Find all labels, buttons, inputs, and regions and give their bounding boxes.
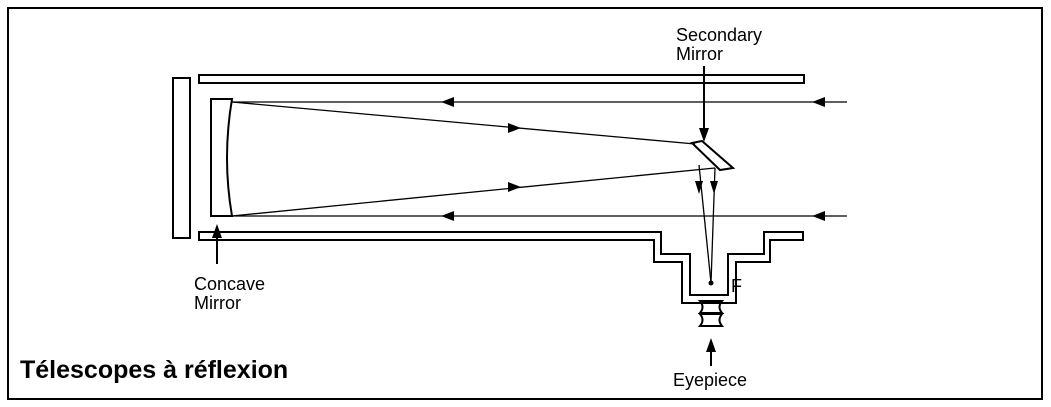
eyepiece-label: Eyepiece — [673, 370, 747, 390]
diagram-title: Télescopes à réflexion — [20, 356, 288, 384]
arrow-bottom-left — [441, 211, 454, 221]
tube-top-wall — [198, 74, 805, 84]
secondary-mirror-label-line2: Mirror — [676, 44, 723, 64]
arrow-bottom-right — [812, 211, 825, 221]
arrow-top-right — [812, 97, 825, 107]
diagram-frame — [7, 7, 1043, 400]
secondary-pointer-head — [699, 128, 709, 142]
arrow-reflected-upper — [508, 123, 521, 133]
concave-mirror — [210, 98, 234, 217]
focal-point-label: F — [731, 276, 742, 296]
secondary-mirror — [689, 139, 736, 172]
concave-pointer-head — [212, 224, 222, 238]
arrow-down-right — [710, 181, 718, 194]
reflected-ray-lower — [231, 167, 716, 217]
reflected-ray-upper — [231, 101, 696, 145]
eyepiece-pointer-head — [706, 338, 716, 352]
tube-bottom-wall — [198, 231, 804, 304]
back-plate — [172, 77, 191, 239]
focal-point-dot — [708, 280, 714, 286]
concave-mirror-label-line2: Mirror — [194, 293, 241, 313]
arrow-top-left — [441, 97, 454, 107]
arrow-down-left — [695, 181, 703, 194]
arrow-reflected-lower — [508, 182, 521, 192]
eyepiece-lens-lower — [697, 313, 725, 327]
secondary-mirror-label-line1: Secondary — [676, 25, 762, 45]
concave-mirror-label-line1: Concave — [194, 274, 265, 294]
